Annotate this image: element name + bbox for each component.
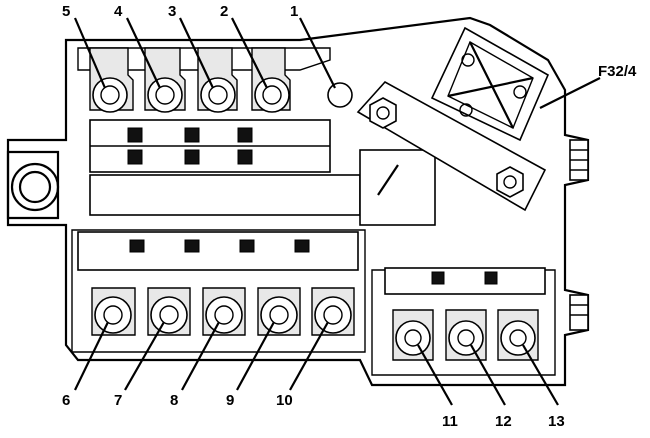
side-connector-upper (569, 139, 589, 181)
upper-terminal-strip (89, 119, 331, 173)
label-fuse-7: 7 (114, 392, 122, 409)
label-fuse-4: 4 (114, 3, 123, 20)
label-component-f32-4: F32/4 (598, 63, 637, 80)
mounting-ear (6, 150, 60, 220)
label-fuse-11: 11 (442, 413, 458, 430)
label-fuse-5: 5 (62, 3, 70, 20)
label-fuse-10: 10 (276, 392, 293, 409)
leader-lines (73, 17, 601, 406)
fuse-9 (257, 287, 301, 336)
fuse-7 (147, 287, 191, 336)
fuse-10 (311, 287, 355, 336)
fuse-11 (392, 309, 434, 361)
label-fuse-6: 6 (62, 392, 70, 409)
fuse-5 (89, 47, 134, 113)
label-fuse-13: 13 (548, 413, 565, 430)
label-fuse-1: 1 (290, 3, 298, 20)
diagonal-bracket (356, 80, 547, 212)
fuse-13 (497, 309, 539, 361)
label-fuse-9: 9 (226, 392, 234, 409)
fuse-2 (251, 47, 291, 113)
fuse-3 (197, 47, 238, 113)
fuse-1 (327, 82, 353, 108)
label-fuse-12: 12 (495, 413, 512, 430)
fuse-8 (202, 287, 246, 336)
center-block (89, 149, 436, 226)
fuse-4 (144, 47, 186, 113)
side-connector-lower (569, 294, 589, 331)
label-fuse-2: 2 (220, 3, 228, 20)
label-fuse-3: 3 (168, 3, 176, 20)
fuse-12 (445, 309, 487, 361)
fuse-6 (91, 287, 136, 336)
lower-terminal-strip (77, 231, 546, 295)
cover-plate-x (430, 26, 550, 142)
label-fuse-8: 8 (170, 392, 178, 409)
